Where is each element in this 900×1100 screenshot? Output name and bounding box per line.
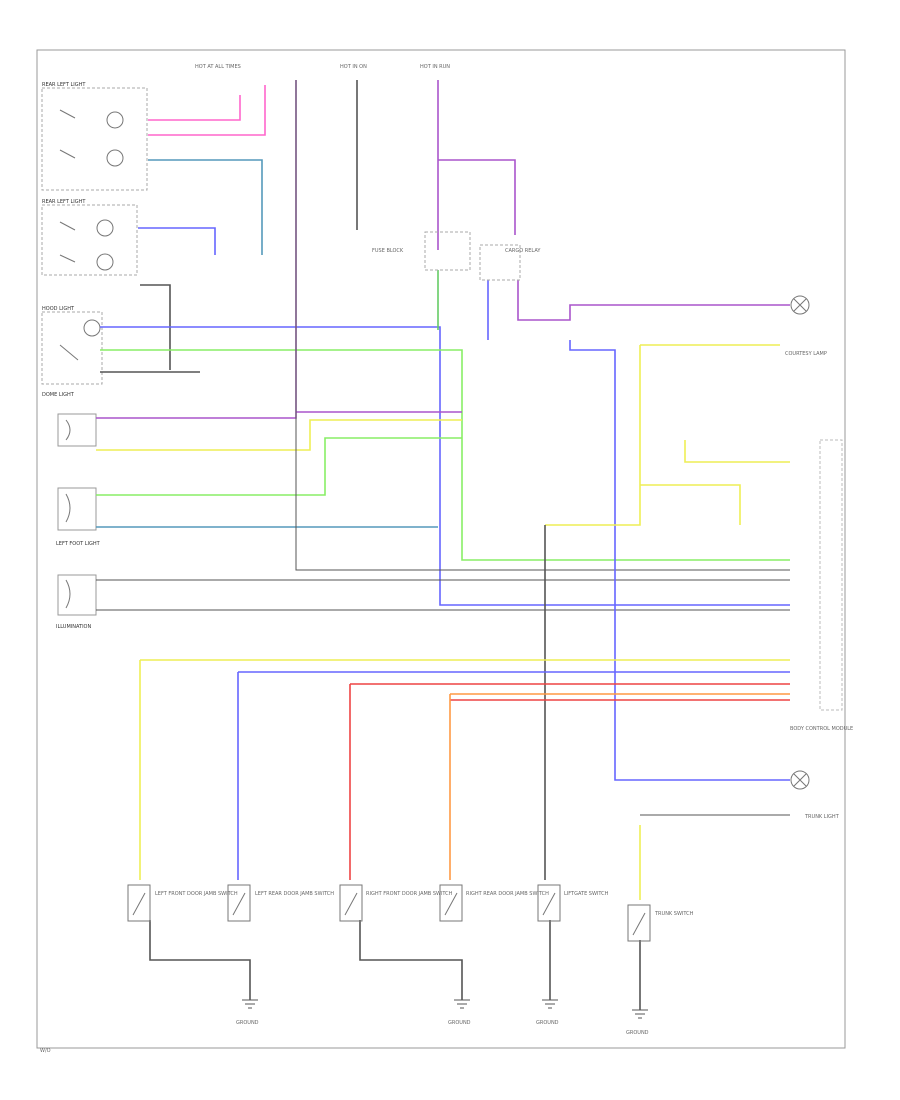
- wire-ground-1: [149, 920, 251, 1000]
- wire-teal: [148, 159, 263, 255]
- label-lf-door-switch: LEFT FRONT DOOR JAMB SWITCH: [155, 891, 238, 897]
- label-ground-4: GROUND: [626, 1030, 649, 1036]
- label-corner-tag: W/O: [40, 1048, 51, 1054]
- left-foot-light: [57, 487, 97, 531]
- label-dome-light: DOME LIGHT: [42, 392, 75, 398]
- trunk-light: [790, 770, 810, 790]
- wire-pink-top: [148, 95, 241, 121]
- label-left-foot-light: LEFT FOOT LIGHT: [56, 541, 101, 547]
- rear-left-light-top: [41, 87, 148, 191]
- wire-yellow-right-4: [640, 484, 741, 525]
- wire-purple-courtesy: [517, 280, 790, 321]
- wire-yellow-right-2: [545, 345, 641, 526]
- label-fuse-block: FUSE BLOCK: [372, 248, 404, 254]
- wire-purple-relay: [438, 159, 516, 235]
- wire-green-foot: [96, 437, 462, 496]
- wire-pink-top-2: [148, 85, 266, 136]
- label-trunk-switch: TRUNK SWITCH: [654, 911, 694, 917]
- courtesy-lamp: [790, 295, 810, 315]
- fuse-block-module: [424, 231, 521, 281]
- dome-light: [57, 413, 97, 447]
- diagram-frame: [36, 49, 846, 1049]
- component-labels: REAR LEFT LIGHT REAR LEFT LIGHT HOOD LIG…: [40, 64, 853, 1054]
- label-hot-at-all-times: HOT AT ALL TIMES: [195, 64, 241, 70]
- wire-ground-2: [359, 920, 463, 1000]
- label-hot-in-on: HOT IN ON: [340, 64, 367, 70]
- illumination-light: [57, 574, 97, 616]
- wire-yellow-right-3: [684, 440, 790, 463]
- label-courtesy-lamp: COURTESY LAMP: [785, 351, 827, 357]
- label-lr-door-switch: LEFT REAR DOOR JAMB SWITCH: [255, 891, 334, 897]
- label-rear-left-mid: REAR LEFT LIGHT: [42, 199, 86, 205]
- wire-blue-mid: [138, 227, 216, 255]
- wire-dark-170: [140, 284, 171, 370]
- ground-symbols: [242, 999, 648, 1019]
- label-liftgate-switch: LIFTGATE SWITCH: [564, 891, 609, 897]
- label-rear-left-top: REAR LEFT LIGHT: [42, 82, 86, 88]
- label-ground-1: GROUND: [236, 1020, 259, 1026]
- wire-blue-long: [569, 340, 790, 781]
- label-rr-door-switch: RIGHT REAR DOOR JAMB SWITCH: [466, 891, 549, 897]
- label-ground-2: GROUND: [448, 1020, 471, 1026]
- label-hot-in-run: HOT IN RUN: [420, 64, 450, 70]
- label-illumination: ILLUMINATION: [56, 624, 91, 630]
- wire-green-hood: [100, 349, 790, 561]
- label-rf-door-switch: RIGHT FRONT DOOR JAMB SWITCH: [366, 891, 453, 897]
- label-cargo-relay: CARGO RELAY: [505, 248, 541, 254]
- wire-yellow-dome: [96, 419, 462, 451]
- label-body-control-module: BODY CONTROL MODULE: [790, 726, 853, 732]
- label-trunk-light: TRUNK LIGHT: [804, 814, 840, 820]
- door-switches: [127, 884, 651, 942]
- label-hood-light: HOOD LIGHT: [42, 306, 75, 312]
- label-ground-3: GROUND: [536, 1020, 559, 1026]
- hood-light: [41, 311, 103, 385]
- rear-left-light-mid: [41, 204, 138, 276]
- body-control-module-box: [819, 439, 843, 711]
- wires: [96, 80, 790, 1010]
